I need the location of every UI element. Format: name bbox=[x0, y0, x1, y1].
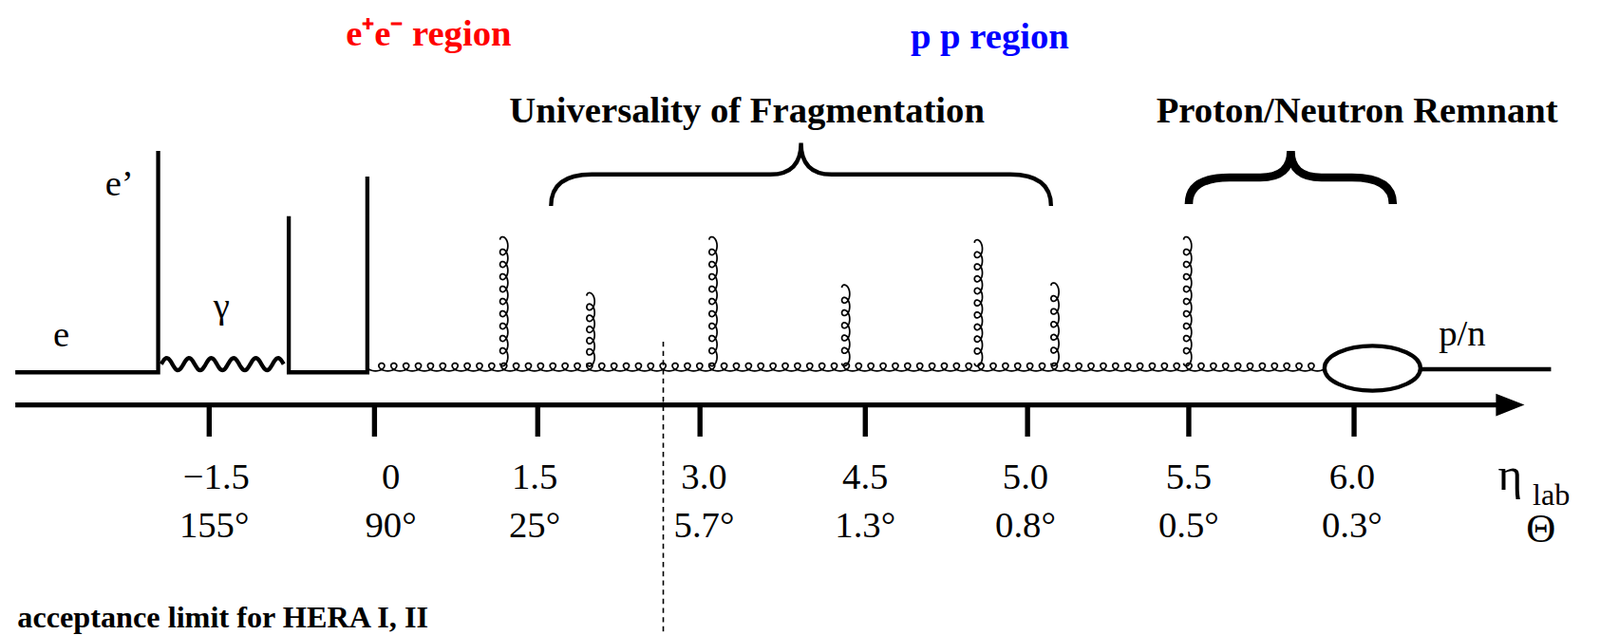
tick-label: 0 bbox=[379, 458, 403, 496]
axis-tick bbox=[1024, 405, 1030, 437]
axis-tick bbox=[1185, 405, 1191, 437]
axis-tick bbox=[697, 405, 703, 437]
acceptance-line bbox=[662, 341, 665, 635]
axis-tick bbox=[207, 405, 212, 437]
particle-label: e bbox=[51, 316, 72, 354]
angle-label: 0.8° bbox=[993, 507, 1058, 545]
gluon-emission bbox=[500, 237, 509, 367]
gluon-emission bbox=[974, 240, 982, 367]
tick-label: 3.0 bbox=[678, 458, 730, 496]
axis-tick bbox=[863, 405, 868, 437]
note: acceptance limit for HERA I, II bbox=[15, 602, 431, 633]
angle-label: 5.7° bbox=[671, 507, 736, 545]
axis-tick bbox=[1351, 405, 1356, 437]
axis-subscript: lab bbox=[1530, 479, 1573, 510]
axis-arrowhead bbox=[1495, 394, 1525, 417]
gluon-emission bbox=[842, 284, 850, 366]
bracket bbox=[1188, 150, 1393, 205]
bracket-label: Proton/Neutron Remnant bbox=[1154, 92, 1561, 130]
particle-label: γ bbox=[210, 287, 231, 325]
gluon-emission bbox=[586, 292, 595, 366]
region-title: e⁺e⁻ region bbox=[343, 15, 514, 53]
tick-label: 5.0 bbox=[1000, 458, 1052, 496]
tick-label: 1.5 bbox=[509, 458, 561, 496]
proton-line bbox=[1420, 367, 1552, 372]
axis-symbol: Θ bbox=[1524, 508, 1558, 549]
particle-label: e’ bbox=[103, 165, 136, 203]
region-title: p p region bbox=[908, 17, 1072, 55]
particle-label: p/n bbox=[1436, 315, 1488, 353]
electron-line bbox=[15, 150, 158, 373]
gluon-emission bbox=[709, 237, 717, 367]
gluon-emission bbox=[1051, 282, 1059, 366]
angle-label: 155° bbox=[177, 507, 252, 545]
photon-line bbox=[161, 357, 284, 371]
angle-label: 1.3° bbox=[832, 507, 898, 545]
quark-line bbox=[288, 176, 368, 373]
angle-label: 0.3° bbox=[1319, 507, 1385, 545]
tick-label: 6.0 bbox=[1327, 458, 1378, 496]
angle-label: 90° bbox=[362, 507, 418, 545]
gluon-emission bbox=[1184, 237, 1192, 367]
axis-line bbox=[15, 402, 1498, 408]
axis-tick bbox=[535, 405, 541, 437]
angle-label: 0.5° bbox=[1156, 507, 1222, 545]
angle-label: 25° bbox=[507, 507, 563, 545]
axis-symbol: η bbox=[1495, 451, 1525, 498]
bracket bbox=[550, 142, 1052, 207]
remnant-blob bbox=[1324, 345, 1421, 391]
axis-tick bbox=[372, 405, 377, 437]
tick-label: 5.5 bbox=[1164, 458, 1215, 496]
bracket-label: Universality of Fragmentation bbox=[507, 92, 987, 130]
tick-label: 4.5 bbox=[840, 458, 891, 496]
tick-label: −1.5 bbox=[181, 458, 252, 496]
